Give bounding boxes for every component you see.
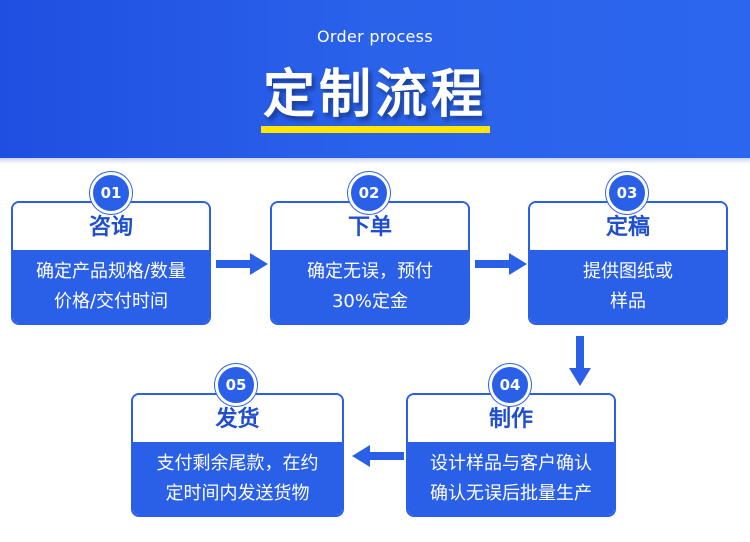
- step-card-04: 制作 设计样品与客户确认确认无误后批量生产: [406, 393, 616, 517]
- step-number-badge-04: 04: [489, 364, 531, 406]
- arrow-right-icon: [475, 253, 527, 275]
- step-description: 确定产品规格/数量价格/交付时间: [13, 250, 209, 323]
- step-number-badge-01: 01: [90, 172, 132, 214]
- step-title: 下单: [272, 203, 468, 250]
- arrow-left-icon: [352, 445, 404, 467]
- step-description: 提供图纸或样品: [530, 250, 726, 323]
- step-desc-line1: 确定无误，预付: [307, 260, 433, 282]
- step-desc-line1: 确定产品规格/数量: [35, 260, 187, 282]
- step-description: 设计样品与客户确认确认无误后批量生产: [408, 442, 614, 515]
- step-card-01: 咨询 确定产品规格/数量价格/交付时间: [11, 201, 211, 325]
- header-title: 定制流程: [262, 65, 487, 125]
- step-desc-line2: 确认无误后批量生产: [430, 482, 592, 504]
- step-desc-line2: 30%定金: [331, 290, 408, 312]
- header-subtitle: Order process: [317, 27, 433, 46]
- step-card-03: 定稿 提供图纸或样品: [528, 201, 728, 325]
- step-desc-line2: 样品: [610, 290, 646, 312]
- step-description: 确定无误，预付 30%定金: [272, 250, 468, 323]
- arrow-down-icon: [569, 336, 591, 386]
- step-desc-line2: 定时间内发送货物: [165, 482, 310, 504]
- step-description: 支付剩余尾款，在约定时间内发送货物: [133, 442, 342, 515]
- step-desc-line2: 价格/交付时间: [53, 290, 169, 312]
- step-card-05: 发货 支付剩余尾款，在约定时间内发送货物: [131, 393, 344, 517]
- step-desc-line1: 支付剩余尾款，在约: [156, 452, 319, 474]
- step-desc-line1: 设计样品与客户确认: [430, 452, 592, 474]
- step-desc-line1: 提供图纸或: [583, 260, 673, 282]
- step-card-02: 下单 确定无误，预付 30%定金: [270, 201, 470, 325]
- step-number-badge-03: 03: [606, 172, 648, 214]
- header-banner: Order process 定制流程: [0, 0, 750, 164]
- step-number-badge-05: 05: [215, 364, 257, 406]
- title-underline: [261, 126, 490, 133]
- arrow-right-icon: [216, 253, 268, 275]
- step-title: 制作: [408, 395, 614, 442]
- step-number-badge-02: 02: [348, 172, 390, 214]
